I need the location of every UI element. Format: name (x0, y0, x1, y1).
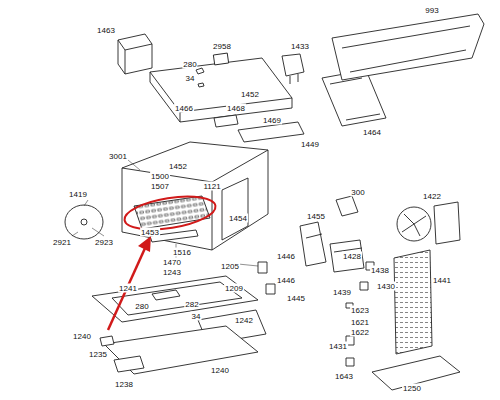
callout-number: 280 (182, 60, 197, 69)
callout-number: 1623 (350, 306, 370, 315)
callout-number: 1441 (432, 276, 452, 285)
part-1449 (238, 122, 304, 142)
waveguide (300, 222, 326, 266)
callout-number: 1622 (350, 328, 370, 337)
part-2958 (213, 53, 228, 65)
callout-number: 1121 (202, 182, 221, 191)
callout-number: 1621 (350, 318, 370, 327)
transformer (118, 34, 152, 74)
callout-number: 1439 (332, 288, 352, 297)
pointer-arrow (108, 246, 146, 330)
callout-number: 1468 (226, 104, 246, 113)
callout-number: 34 (185, 74, 196, 83)
arrow-head (138, 236, 151, 252)
callout-number: 1455 (306, 212, 326, 221)
part-1235 (100, 336, 114, 346)
bracket-993 (332, 14, 484, 80)
callout-number: 2923 (94, 238, 114, 247)
part-1433 (282, 54, 304, 84)
callout-number: 1243 (162, 268, 182, 277)
switch (360, 282, 368, 290)
grille-1453 (134, 196, 210, 229)
callout-number: 1464 (362, 128, 382, 137)
leader-lines (72, 160, 258, 266)
callout-number: 1507 (150, 182, 170, 191)
callout-number: 1643 (334, 372, 354, 381)
part-1454 (222, 178, 248, 240)
part-1468 (214, 115, 238, 127)
callout-number: 1452 (240, 90, 260, 99)
stirrer-plate (65, 205, 103, 239)
callout-number: 1422 (422, 192, 442, 201)
callout-number: 1250 (402, 384, 422, 393)
callout-number: 1445 (286, 294, 306, 303)
fan-bracket (434, 202, 460, 244)
callout-number: 2958 (212, 42, 232, 51)
fan (397, 207, 431, 241)
oven-cavity (122, 142, 268, 250)
callout-number: 1463 (96, 26, 116, 35)
callout-number: 282 (184, 300, 199, 309)
callout-number: 1466 (174, 104, 194, 113)
callout-number: 1452 (168, 162, 188, 171)
fan-blades (402, 214, 426, 236)
callout-number: 1238 (114, 380, 134, 389)
switch (346, 358, 354, 366)
callout-number: 1470 (162, 258, 182, 267)
callout-number: 1469 (262, 116, 282, 125)
highlight-ellipse (122, 191, 218, 235)
callout-number: 1240 (210, 366, 230, 375)
callout-number: 1431 (328, 342, 348, 351)
callout-number: 1446 (276, 276, 296, 285)
callout-number: 1453 (140, 228, 160, 237)
callout-number: 280 (134, 302, 149, 311)
callout-number: 1516 (172, 248, 192, 257)
switch (266, 284, 275, 294)
callout-number: 1428 (342, 252, 362, 261)
callout-number: 1438 (370, 266, 390, 275)
callout-number: 300 (350, 188, 365, 197)
callout-number: 1209 (224, 284, 244, 293)
callout-number: 1240 (72, 332, 92, 341)
callout-number: 1433 (290, 42, 310, 51)
callout-number: 993 (424, 6, 439, 15)
callout-number: 1500 (150, 172, 170, 181)
panel-1441 (394, 250, 432, 354)
callout-number: 34 (191, 312, 202, 321)
callout-number: 1449 (300, 140, 320, 149)
tray-1240 (104, 326, 258, 374)
callout-number: 3001 (108, 152, 128, 161)
callout-number: 1419 (68, 190, 88, 199)
screw (196, 68, 204, 87)
callout-number: 1205 (220, 262, 240, 271)
callout-number: 1454 (228, 214, 248, 223)
callout-number: 1242 (234, 316, 254, 325)
part-300 (336, 196, 358, 216)
callout-number: 1235 (88, 350, 108, 359)
callout-number: 2921 (52, 238, 72, 247)
callout-number: 1446 (276, 252, 296, 261)
callout-number: 1430 (376, 282, 396, 291)
part-1238 (114, 356, 144, 372)
magnetron (330, 240, 364, 272)
stirrer-hub (81, 219, 87, 225)
callout-number: 1241 (118, 284, 138, 293)
switch (258, 262, 267, 273)
upper-bracket (150, 58, 292, 122)
part-280 (152, 290, 180, 300)
